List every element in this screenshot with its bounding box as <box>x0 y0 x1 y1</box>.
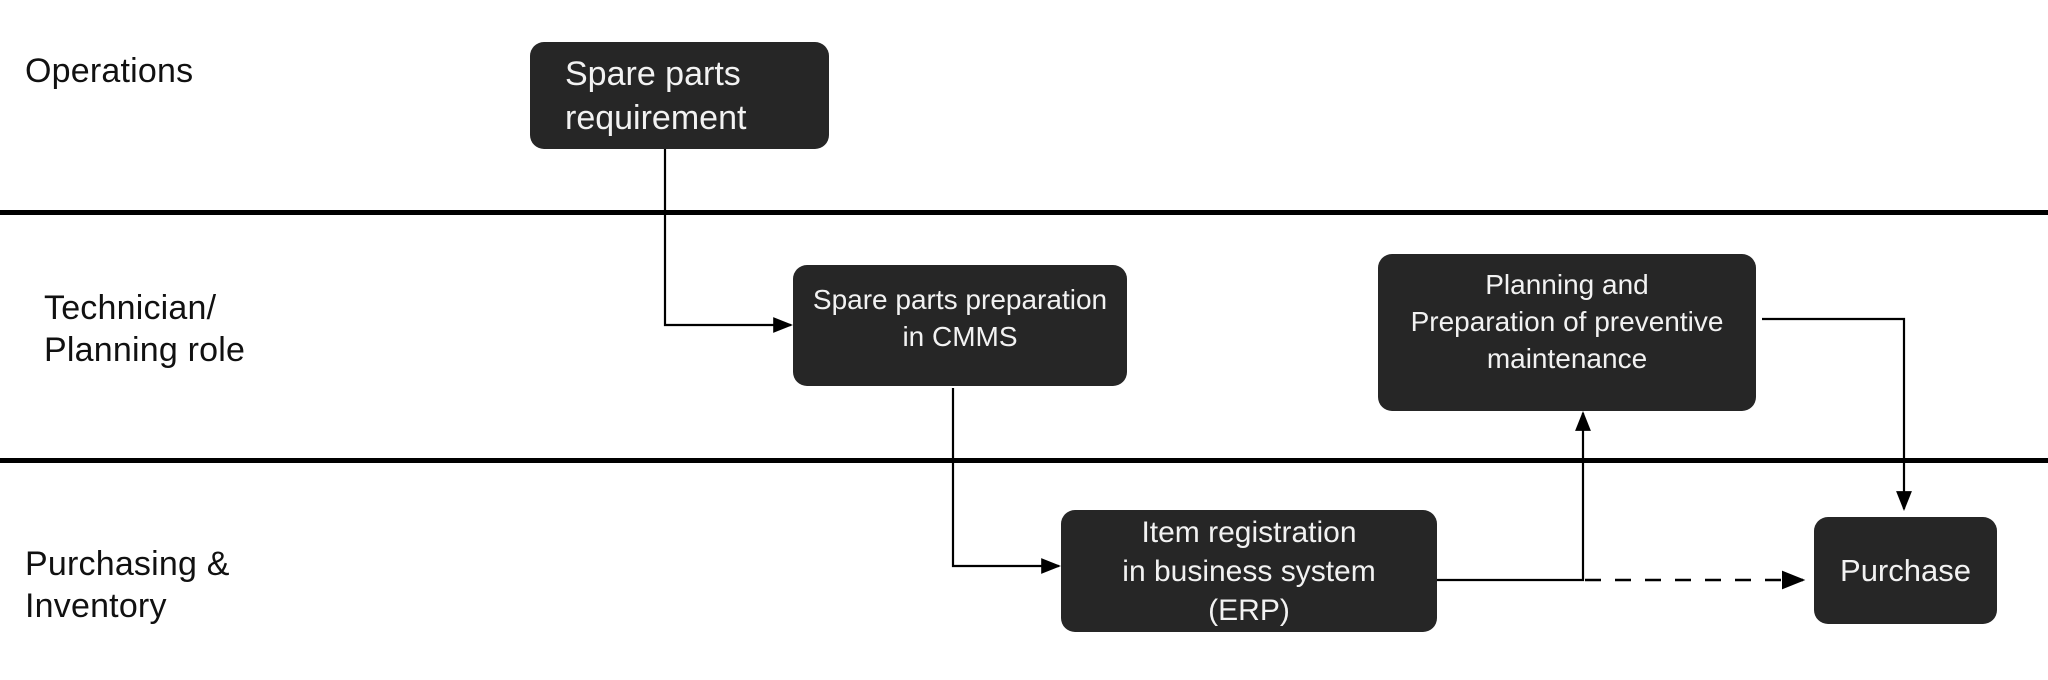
node-label: Planning and Preparation of preventive m… <box>1410 269 1724 374</box>
node-spare-parts-requirement: Spare parts requirement <box>530 42 829 149</box>
lane-label-technician: Technician/ Planning role <box>44 289 246 369</box>
edge-n4-n3 <box>1437 411 1591 582</box>
node-item-registration-erp: Item registration in business system (ER… <box>1061 510 1437 632</box>
node-label: Spare parts preparation in CMMS <box>812 284 1108 352</box>
node-purchase: Purchase <box>1814 517 1997 624</box>
lane-divider-1 <box>0 210 2048 215</box>
lane-label-operations: Operations <box>25 52 194 90</box>
edge-n2-n4 <box>951 388 1061 574</box>
lane-divider-2 <box>0 458 2048 463</box>
edge-n1-n2 <box>663 149 793 333</box>
lane-label-purchasing: Purchasing & Inventory <box>25 545 230 625</box>
node-label: Item registration in business system (ER… <box>1122 515 1376 627</box>
node-label: Spare parts requirement <box>565 54 747 137</box>
node-label: Purchase <box>1840 552 1971 588</box>
edge-n3-n5 <box>1762 317 1912 511</box>
node-spare-parts-preparation: Spare parts preparation in CMMS <box>793 265 1127 386</box>
node-planning-preventive-maintenance: Planning and Preparation of preventive m… <box>1378 254 1756 411</box>
